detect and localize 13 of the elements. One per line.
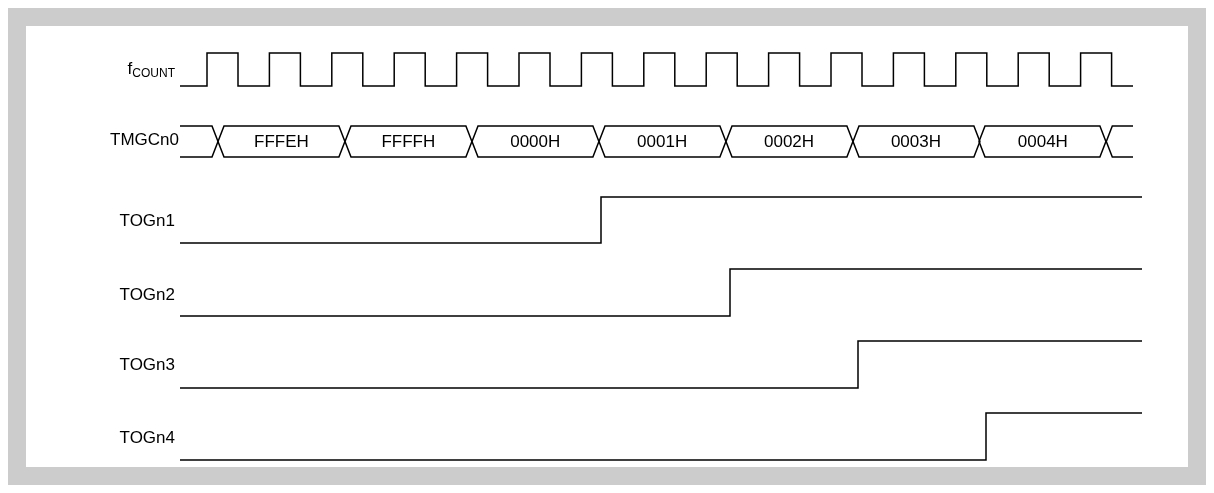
- bus-value: 0002H: [764, 131, 815, 151]
- signal-name: TOGn2: [119, 285, 175, 305]
- bus-value: 0000H: [510, 131, 561, 151]
- bus-value: 0004H: [1017, 131, 1068, 151]
- signal-name: TOGn4: [119, 428, 175, 448]
- bus-value: FFFFH: [381, 131, 436, 151]
- signal-name: f$_{COUNT}$: [127, 59, 175, 80]
- signal-name: TOGn3: [119, 355, 175, 375]
- signal-name: TOGn1: [119, 211, 175, 231]
- signal-name: TMGCn0: [110, 130, 179, 150]
- bus-value: 0003H: [890, 131, 941, 151]
- bus-value: FFFEH: [254, 131, 309, 151]
- bus-value: 0001H: [637, 131, 688, 151]
